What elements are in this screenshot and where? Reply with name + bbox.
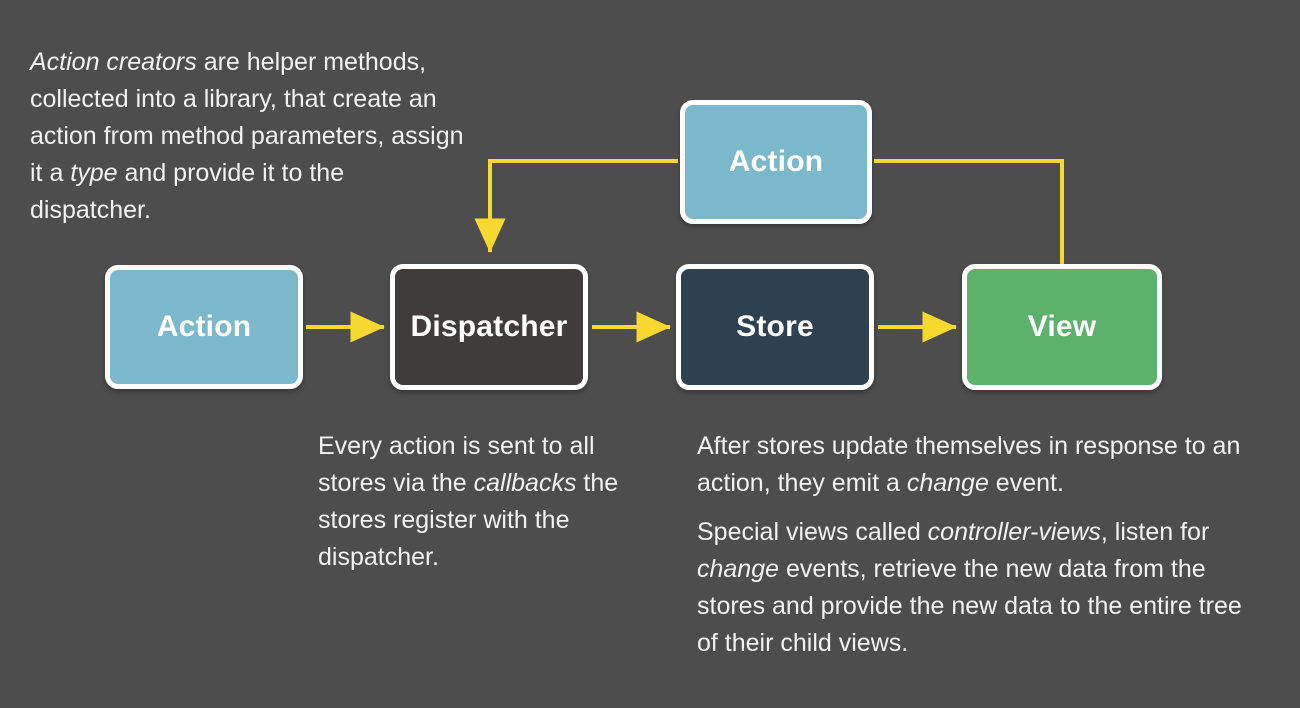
caption-stores-note: After stores update themselves in respon… bbox=[697, 428, 1267, 662]
caption-stores-note-1-text: After stores update themselves in respon… bbox=[697, 432, 1241, 497]
node-action-top-label: Action bbox=[728, 145, 824, 178]
caption-stores-note-2-text: Special views called controller-views, l… bbox=[697, 518, 1242, 657]
wire-view-to-action-top bbox=[874, 159, 1064, 266]
arrow-action-top-to-dispatcher bbox=[474, 159, 678, 253]
node-view-label: View bbox=[1027, 310, 1097, 343]
caption-dispatcher-note: Every action is sent to all stores via t… bbox=[318, 428, 668, 576]
node-action-top[interactable]: Action bbox=[680, 100, 872, 224]
caption-action-creators: Action creators are helper methods, coll… bbox=[30, 44, 470, 229]
node-dispatcher-label: Dispatcher bbox=[410, 310, 568, 343]
node-action-left-label: Action bbox=[156, 310, 252, 343]
node-store-label: Store bbox=[736, 310, 814, 343]
node-view[interactable]: View bbox=[962, 264, 1162, 390]
node-dispatcher[interactable]: Dispatcher bbox=[390, 264, 588, 390]
node-store[interactable]: Store bbox=[676, 264, 874, 390]
node-action-left[interactable]: Action bbox=[105, 265, 303, 389]
caption-action-creators-text: Action creators are helper methods, coll… bbox=[30, 48, 464, 224]
caption-dispatcher-note-text: Every action is sent to all stores via t… bbox=[318, 432, 619, 571]
